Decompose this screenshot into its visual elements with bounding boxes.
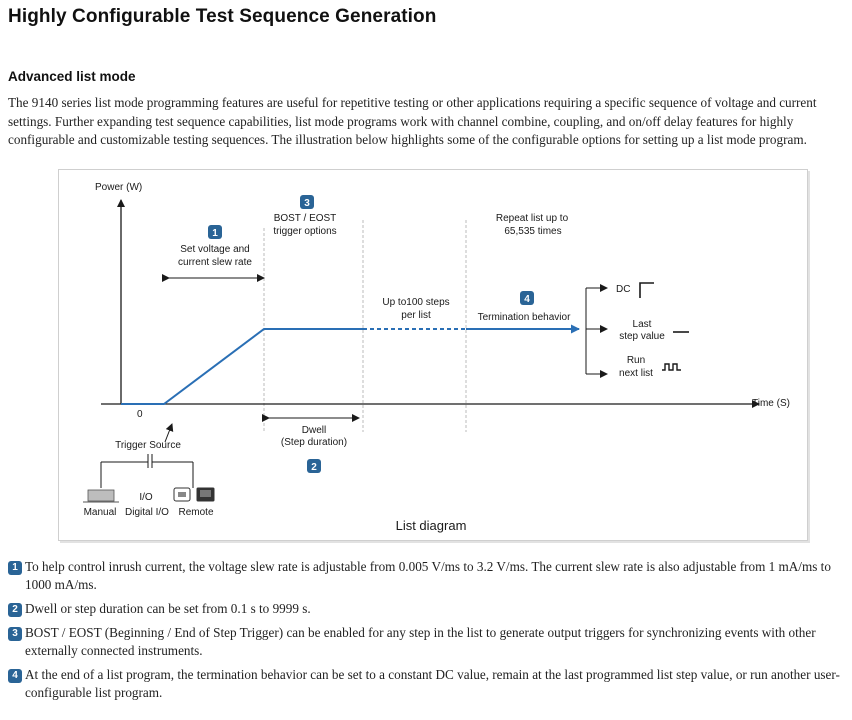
note-1-badge: 1	[8, 561, 22, 575]
dc-label: DC	[616, 284, 630, 295]
callout-1-label-2: current slew rate	[178, 257, 252, 268]
diagram-caption: List diagram	[396, 518, 467, 533]
repeat-label-2: 65,535 times	[504, 226, 561, 237]
page-title: Highly Configurable Test Sequence Genera…	[8, 6, 437, 27]
run-next-label-1: Run	[627, 355, 645, 366]
pulse-train-icon	[662, 363, 681, 371]
callout-1-badge	[208, 225, 222, 239]
steps-label-1: Up to100 steps	[382, 297, 449, 308]
remote-label: Remote	[178, 507, 213, 518]
note-4-badge: 4	[8, 669, 22, 683]
step-guides	[263, 220, 467, 432]
callout-3-badge	[300, 195, 314, 209]
callout-4-badge	[520, 291, 534, 305]
power-profile	[121, 324, 580, 405]
y-axis-label: Power (W)	[95, 182, 142, 193]
notes-list: 1 To help control inrush current, the vo…	[8, 558, 850, 708]
list-diagram: Power (W) Time (S) 0 DC Last step value …	[83, 182, 790, 533]
trigger-source-label: Trigger Source	[115, 440, 181, 451]
note-4-text: At the end of a list program, the termin…	[25, 667, 840, 700]
io-label: I/O	[139, 492, 153, 503]
note-3-text: BOST / EOST (Beginning / End of Step Tri…	[25, 625, 816, 658]
callout-1-label-1: Set voltage and	[180, 244, 250, 255]
last-step-label-1: Last	[633, 319, 652, 330]
note-2: 2 Dwell or step duration can be set from…	[8, 600, 850, 618]
manual-device-icon	[87, 489, 115, 502]
repeat-label-1: Repeat list up to	[496, 213, 569, 224]
dwell-label-2: (Step duration)	[281, 437, 347, 448]
trigger-tree	[100, 454, 194, 488]
termination-label: Termination behavior	[478, 312, 571, 323]
manual-label: Manual	[84, 507, 117, 518]
note-4: 4 At the end of a list program, the term…	[8, 666, 850, 702]
last-step-label-2: step value	[619, 331, 665, 342]
x-axis-label: Time (S)	[752, 398, 790, 409]
callout-2-number: 2	[311, 462, 317, 473]
note-1: 1 To help control inrush current, the vo…	[8, 558, 850, 594]
section-subtitle: Advanced list mode	[8, 69, 136, 84]
callout-3-number: 3	[304, 198, 310, 209]
run-next-label-2: next list	[619, 368, 653, 379]
intro-paragraph: The 9140 series list mode programming fe…	[8, 95, 817, 147]
callout-3-label-1: BOST / EOST	[274, 213, 337, 224]
note-2-badge: 2	[8, 603, 22, 617]
note-3: 3 BOST / EOST (Beginning / End of Step T…	[8, 624, 850, 660]
steps-label-2: per list	[401, 310, 431, 321]
dwell-label-1: Dwell	[302, 425, 326, 436]
note-1-text: To help control inrush current, the volt…	[25, 559, 831, 592]
note-3-badge: 3	[8, 627, 22, 641]
callout-4-number: 4	[524, 294, 530, 305]
callout-1-number: 1	[212, 228, 218, 239]
trigger-arrow	[164, 423, 174, 443]
origin-label: 0	[137, 409, 143, 420]
termination-bracket	[585, 284, 608, 378]
note-2-text: Dwell or step duration can be set from 0…	[25, 601, 311, 616]
dc-step-icon	[639, 282, 654, 298]
list-diagram-figure: Power (W) Time (S) 0 DC Last step value …	[58, 169, 808, 541]
callout-3-label-2: trigger options	[273, 226, 336, 237]
digital-io-label: Digital I/O	[125, 507, 169, 518]
callout-2-badge	[307, 459, 321, 473]
